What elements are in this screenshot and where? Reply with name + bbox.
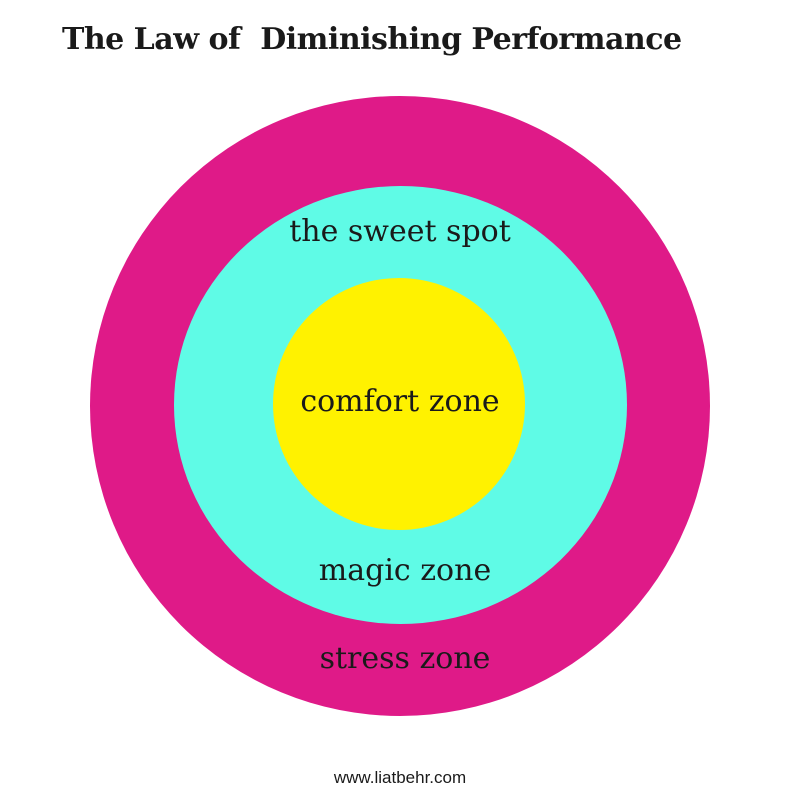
sweet-spot-label: the sweet spot xyxy=(289,214,511,249)
website-footer: www.liatbehr.com xyxy=(333,768,467,787)
comfort-zone-circle xyxy=(273,278,525,530)
comfort-zone-label: comfort zone xyxy=(300,384,500,419)
stress-zone-label: stress zone xyxy=(319,641,491,676)
magic-zone-label: magic zone xyxy=(318,553,492,588)
diagram-title: The Law of Diminishing Performance xyxy=(62,22,682,57)
